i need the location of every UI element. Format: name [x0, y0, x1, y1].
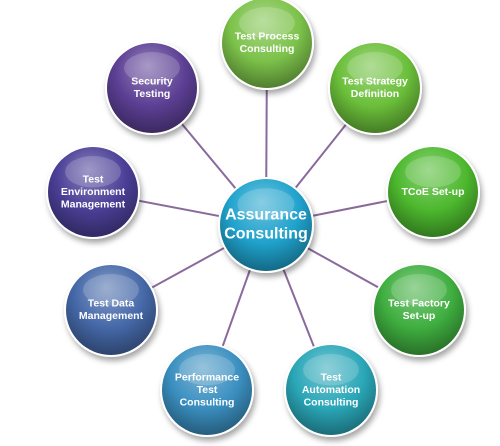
- node-security-testing-circle: [107, 43, 197, 133]
- node-test-process-consulting-gloss: [239, 7, 295, 39]
- node-performance-test-consulting-label-line: Consulting: [180, 396, 235, 408]
- node-tcoe-set-up-gloss: [405, 156, 461, 188]
- node-test-factory-set-up-circle: [374, 265, 464, 355]
- node-performance-test-consulting-gloss: [179, 354, 235, 386]
- node-security-testing-gloss: [124, 52, 180, 84]
- node-test-automation-consulting-label-line: Consulting: [304, 396, 359, 408]
- node-test-process-consulting-label-line: Test Process: [235, 31, 300, 43]
- node-performance-test-consulting-circle: [162, 345, 252, 435]
- node-test-environment-management-gloss: [65, 156, 121, 188]
- node-test-process-consulting-label-line: Consulting: [240, 43, 295, 55]
- center-assurance-consulting-label-line: Assurance: [225, 207, 307, 224]
- node-test-automation-consulting-label-line: Automation: [302, 384, 360, 396]
- node-security-testing-label-line: Security: [131, 76, 173, 88]
- node-test-strategy-definition-gloss: [347, 52, 403, 84]
- node-test-automation-consulting-gloss: [303, 354, 359, 386]
- node-test-factory-set-up-label-line: Set-up: [403, 310, 436, 322]
- node-tcoe-set-up: TCoE Set-up: [386, 145, 480, 239]
- node-test-automation-consulting-label-line: Test: [321, 371, 342, 383]
- node-security-testing-label-line: Testing: [134, 88, 171, 100]
- node-tcoe-set-up-circle: [388, 147, 478, 237]
- node-tcoe-set-up-label-line: TCoE Set-up: [402, 186, 465, 198]
- node-test-environment-management-label-line: Test: [83, 173, 104, 185]
- node-test-automation-consulting-circle: [286, 345, 376, 435]
- node-test-data-management-label-line: Test Data: [88, 298, 135, 310]
- node-test-strategy-definition-label-line: Test Strategy: [342, 76, 408, 88]
- node-test-factory-set-up-label-line: Test Factory: [388, 298, 450, 310]
- node-test-strategy-definition-circle: [330, 43, 420, 133]
- node-test-factory-set-up-gloss: [391, 274, 447, 306]
- node-test-strategy-definition-label-line: Definition: [351, 88, 399, 100]
- center-assurance-consulting-circle: [220, 179, 312, 271]
- node-performance-test-consulting-label-line: Performance: [175, 371, 239, 383]
- node-test-process-consulting-circle: [222, 0, 312, 88]
- center-assurance-consulting-gloss: [237, 188, 295, 221]
- node-test-data-management-circle: [66, 265, 156, 355]
- node-test-environment-management-label-line: Environment: [61, 186, 126, 198]
- node-test-data-management-gloss: [83, 274, 139, 306]
- node-performance-test-consulting-label-line: Test: [197, 384, 218, 396]
- node-test-data-management-label-line: Management: [79, 310, 144, 322]
- center-assurance-consulting-label-line: Consulting: [224, 226, 308, 243]
- node-test-environment-management-circle: [48, 147, 138, 237]
- node-test-environment-management-label-line: Management: [61, 198, 126, 210]
